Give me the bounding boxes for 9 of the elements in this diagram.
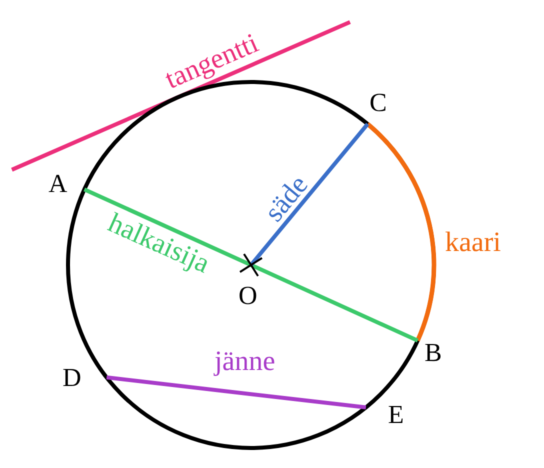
point-label: E [388,402,404,428]
point-label: B [424,340,442,366]
point-label: A [48,171,68,197]
term-label: kaari [445,229,501,257]
point-label: O [238,283,258,309]
point-label: D [62,365,82,391]
term-label: säde [260,170,314,228]
point-label: C [370,90,387,116]
term-label: jänne [214,348,276,376]
